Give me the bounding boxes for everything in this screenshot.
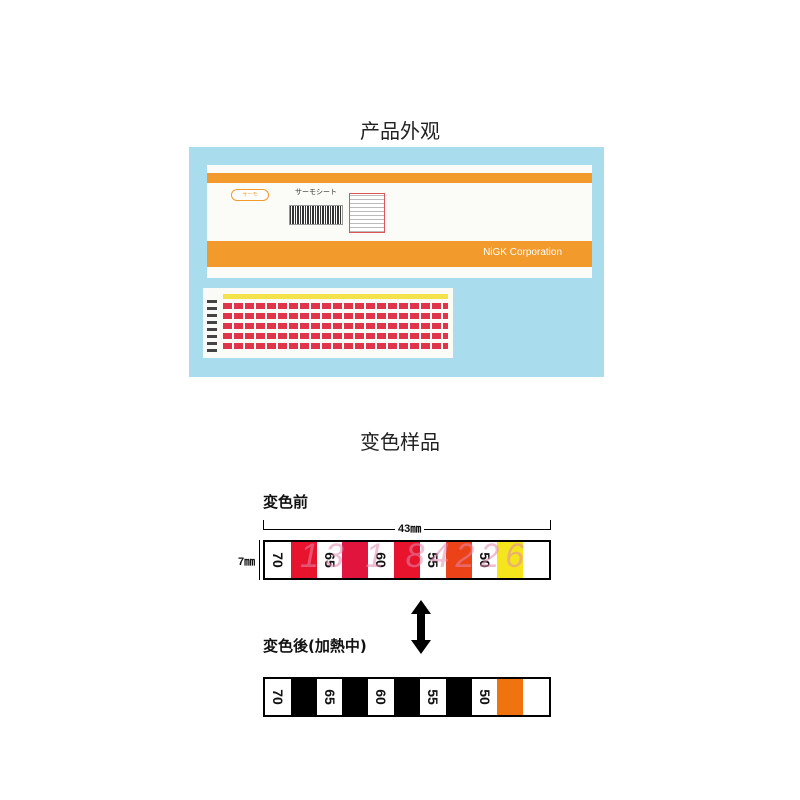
strip-cell — [445, 542, 472, 578]
card-red-row — [223, 313, 448, 319]
after-label: 変色後(加熱中) — [263, 637, 367, 655]
package-brand: NiGK Corporation — [483, 247, 562, 258]
before-label: 変色前 — [263, 493, 309, 511]
strip-cell — [523, 542, 549, 578]
strip-cell — [342, 679, 369, 715]
package: サーモ サーモシート NiGK Corporation — [207, 165, 592, 278]
height-dim-label: 7㎜ — [238, 556, 256, 568]
package-label: サーモシート — [295, 188, 337, 196]
strip-cell: 60 — [368, 679, 395, 715]
card-red-row — [223, 303, 448, 309]
strip-cell: 55 — [419, 679, 446, 715]
strip-cell — [445, 679, 472, 715]
package-text-block — [349, 193, 385, 233]
card-red-row — [223, 323, 448, 329]
card-red-row — [223, 343, 448, 349]
watermark: 13 1 84226 — [300, 537, 531, 575]
product-photo: サーモ サーモシート NiGK Corporation — [189, 147, 604, 377]
strip-cell: 60 — [368, 542, 395, 578]
temperature-value: 70 — [269, 689, 286, 705]
card-red-row — [223, 333, 448, 339]
package-top-band — [207, 173, 592, 183]
temperature-value: 55 — [424, 689, 441, 705]
package-bottom-band — [207, 241, 592, 267]
strip-cell — [497, 679, 524, 715]
strip-cell — [290, 679, 317, 715]
strip-cell — [394, 679, 420, 715]
temperature-value: 60 — [373, 689, 390, 705]
strip-before: 70 65 60 55 50 — [263, 540, 551, 580]
height-dim-line — [259, 540, 260, 580]
temperature-value: 65 — [321, 689, 338, 705]
strip-cell: 70 — [265, 679, 291, 715]
appearance-caption: 产品外观 — [360, 119, 440, 143]
strip-cell: 70 — [265, 542, 291, 578]
samples-caption: 变色样品 — [360, 430, 440, 454]
strip-cell: 65 — [316, 542, 343, 578]
width-dim-label: 43㎜ — [395, 520, 425, 536]
temperature-value: 70 — [269, 552, 286, 568]
strip-cell — [497, 542, 524, 578]
thermo-card — [203, 288, 453, 358]
strip-cell — [394, 542, 420, 578]
strip-cell: 55 — [419, 542, 446, 578]
double-arrow-icon — [411, 600, 431, 654]
barcode — [289, 205, 343, 225]
strip-cell: 65 — [316, 679, 343, 715]
strip-cell — [523, 679, 549, 715]
strip-cell: 50 — [471, 542, 498, 578]
strip-cell — [342, 542, 369, 578]
card-yellow-row — [223, 294, 448, 299]
dim-tick-left — [263, 520, 264, 530]
package-badge: サーモ — [231, 189, 269, 201]
card-logo — [207, 296, 217, 352]
strip-after: 70 65 60 55 50 — [263, 677, 551, 717]
strip-cell: 50 — [471, 679, 498, 715]
temperature-value: 50 — [476, 689, 493, 705]
dim-tick-right — [550, 520, 551, 530]
strip-cell — [290, 542, 317, 578]
